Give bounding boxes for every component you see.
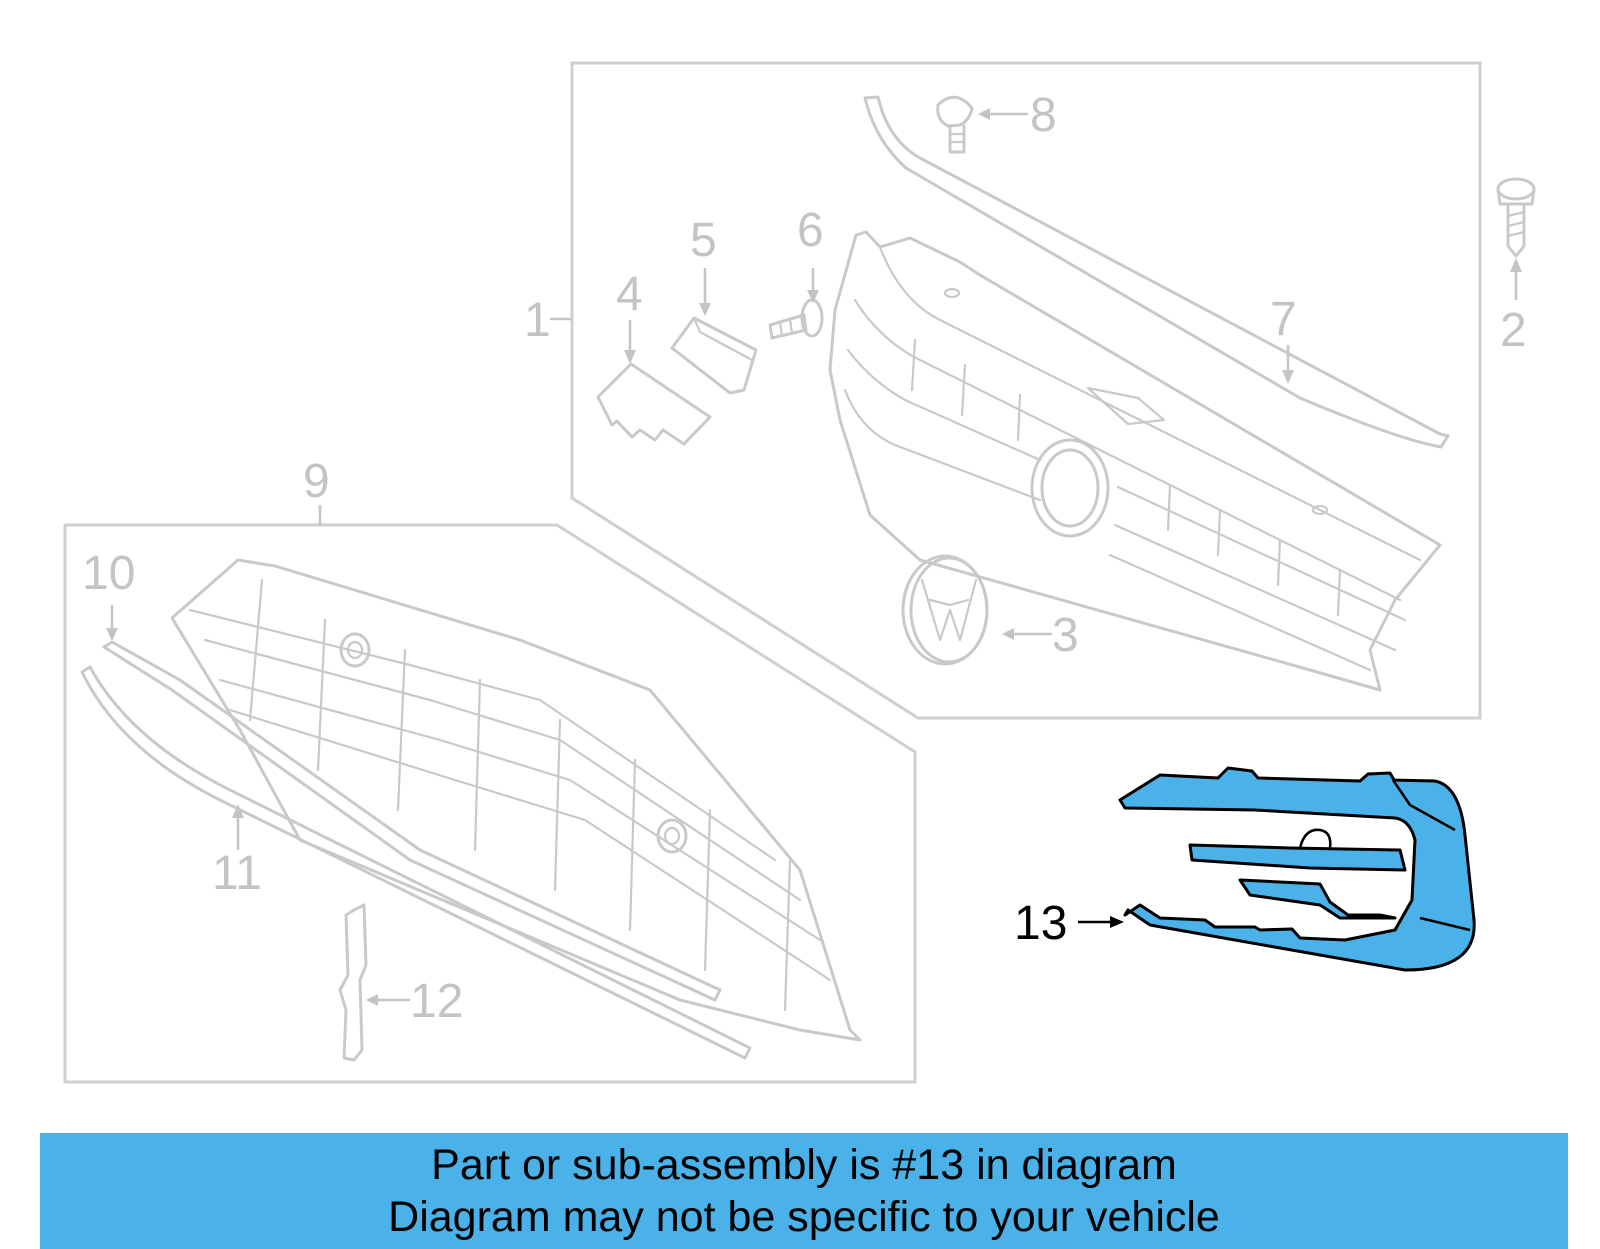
part-9-lower-grille: [170, 558, 862, 1042]
callout-10-arrow: [106, 628, 118, 641]
banner-line-1: Part or sub-assembly is #13 in diagram: [431, 1141, 1177, 1189]
callout-11-arrow: [232, 804, 244, 818]
callout-4-arrow: [624, 350, 636, 364]
callout-1-label: 1: [524, 294, 551, 347]
part-5-mount: [670, 316, 758, 395]
part-10-trim-strip: [102, 640, 722, 1002]
part-4-bracket: [596, 362, 712, 446]
callout-2-label: 2: [1500, 304, 1527, 357]
lower-grille-assembly-box: [63, 523, 917, 1084]
callout-8-label: 8: [1030, 89, 1057, 142]
callout-9-label: 9: [303, 455, 330, 508]
banner-line-2: Diagram may not be specific to your vehi…: [388, 1193, 1220, 1241]
info-banner: Part or sub-assembly is #13 in diagram D…: [40, 1133, 1568, 1249]
callout-12-label: 12: [410, 975, 463, 1028]
part-6-bolt: [768, 298, 824, 340]
part-8-clip: [936, 95, 974, 154]
callout-11-label: 11: [212, 847, 262, 900]
callout-13-label: 13: [1014, 897, 1067, 950]
upper-grille-assembly-box: [570, 61, 1482, 720]
callout-7-label: 7: [1270, 293, 1297, 346]
callout-3-arrow: [1002, 628, 1014, 640]
part-3-emblem: [901, 554, 989, 666]
part-12-bracket-strip: [338, 903, 368, 1062]
callout-5-arrow: [699, 303, 711, 316]
callout-7-arrow: [1282, 370, 1294, 384]
callout-5-label: 5: [690, 214, 717, 267]
callout-6-label: 6: [797, 204, 824, 257]
callout-2-arrow: [1510, 258, 1522, 272]
part-13-fog-lamp-grille: [1118, 766, 1476, 972]
part-11-lower-molding: [80, 665, 752, 1060]
callout-8-arrow: [978, 108, 990, 120]
part-2-screw: [1496, 177, 1536, 258]
callout-3-label: 3: [1052, 609, 1079, 662]
callout-6-arrow: [807, 290, 819, 303]
callout-12-arrow: [366, 994, 378, 1006]
callout-10-label: 10: [82, 547, 135, 600]
callout-4-label: 4: [616, 268, 643, 321]
part-7-upper-molding: [863, 95, 1450, 449]
part-1-upper-grille: [828, 230, 1442, 692]
callout-13-arrow: [1110, 916, 1124, 928]
